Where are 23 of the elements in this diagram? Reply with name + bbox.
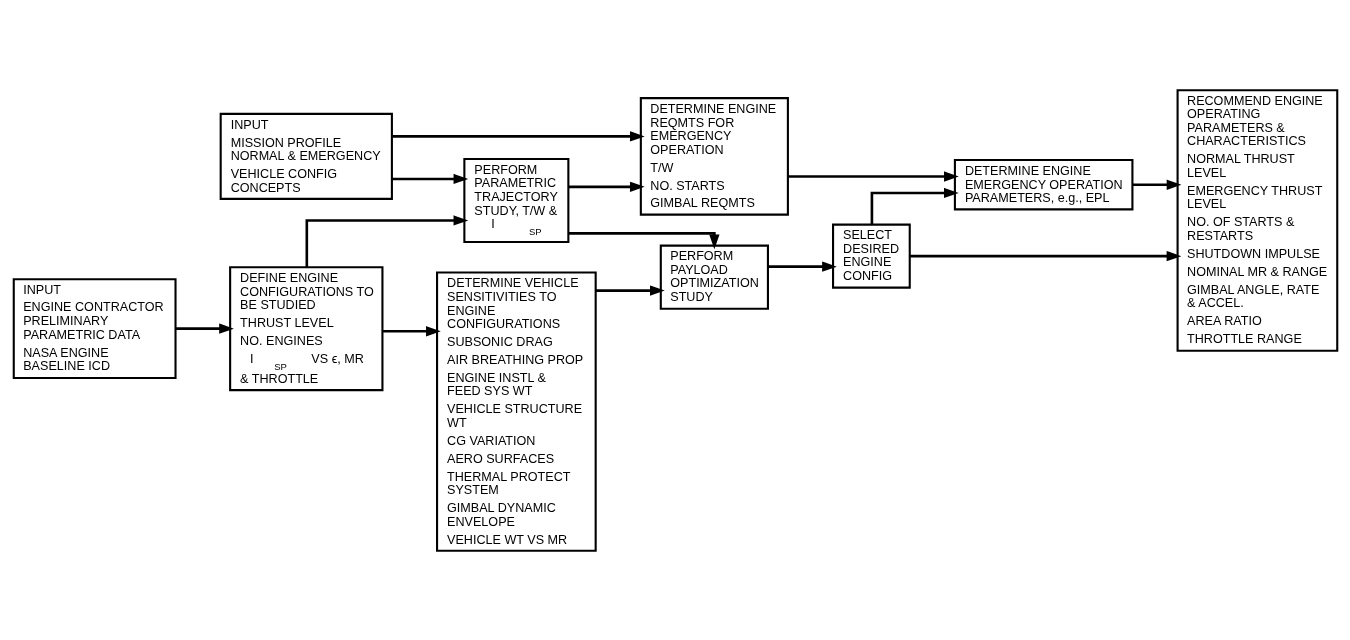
node-box: INPUT MISSION PROFILE NORMAL & EMERGENCY VEHICLE CONFIG CONCEPTS xyxy=(219,112,393,200)
node-box: DETERMINE ENGINE REQMTS FOR EMERGENCY OPERATION T/W NO. STARTS GIMBAL REQMTS xyxy=(639,96,789,216)
arrow xyxy=(382,325,441,336)
node-box: RECOMMEND ENGINE OPERATING PARAMETERS & CHARACTERISTICS NORMAL THRUST LEVEL EMERGENCY THRUST LEVEL NO. OF STARTS & RESTARTS SHUTDOWN IMPULSE NOMINAL MR & RANGE GIMBAL ANGLE, RATE & ACCEL. AREA RATIO THROTTLE RANGE xyxy=(1176,88,1338,352)
arrow xyxy=(909,250,1181,261)
node-box: DETERMINE VEHICLE SENSITIVITIES TO ENGINE CONFIGURATIONS SUBSONIC DRAG AIR BREATHING PROP ENGINE INSTL & FEED SYS WT VEHICLE STRUCTURE WT CG VARIATION AERO SURFACES THERMAL PROTECT SYSTEM GIMBAL DYNAMIC ENVELOPE VEHICLE WT VS MR xyxy=(435,270,597,552)
arrow xyxy=(595,284,665,296)
arrow xyxy=(305,214,468,267)
arrow xyxy=(391,173,468,184)
node-box: PERFORM PAYLOAD OPTIMIZATION STUDY xyxy=(659,244,769,310)
arrow xyxy=(175,322,234,334)
arrow xyxy=(767,261,837,272)
node-box: INPUT ENGINE CONTRACTOR PRELIMINARY PARAMETRIC DATA NASA ENGINE BASELINE ICD xyxy=(12,277,177,379)
arrow xyxy=(567,181,645,192)
node-box: SELECT DESIRED ENGINE CONFIG xyxy=(831,223,911,289)
arrow xyxy=(1131,179,1181,190)
node-box: DEFINE ENGINE CONFIGURATIONS TO BE STUDIED THRUST LEVEL NO. ENGINES ISP VS ϵ, MR & THROTTLE xyxy=(228,265,383,391)
arrow xyxy=(567,231,720,249)
arrow xyxy=(870,187,959,225)
arrow xyxy=(391,130,645,142)
node-box: DETERMINE ENGINE EMERGENCY OPERATION PARAMETERS, e.g., EPL xyxy=(953,158,1133,210)
arrow xyxy=(787,170,959,182)
node-box: PERFORM PARAMETRIC TRAJECTORY STUDY, T/W & ISP xyxy=(462,157,569,243)
